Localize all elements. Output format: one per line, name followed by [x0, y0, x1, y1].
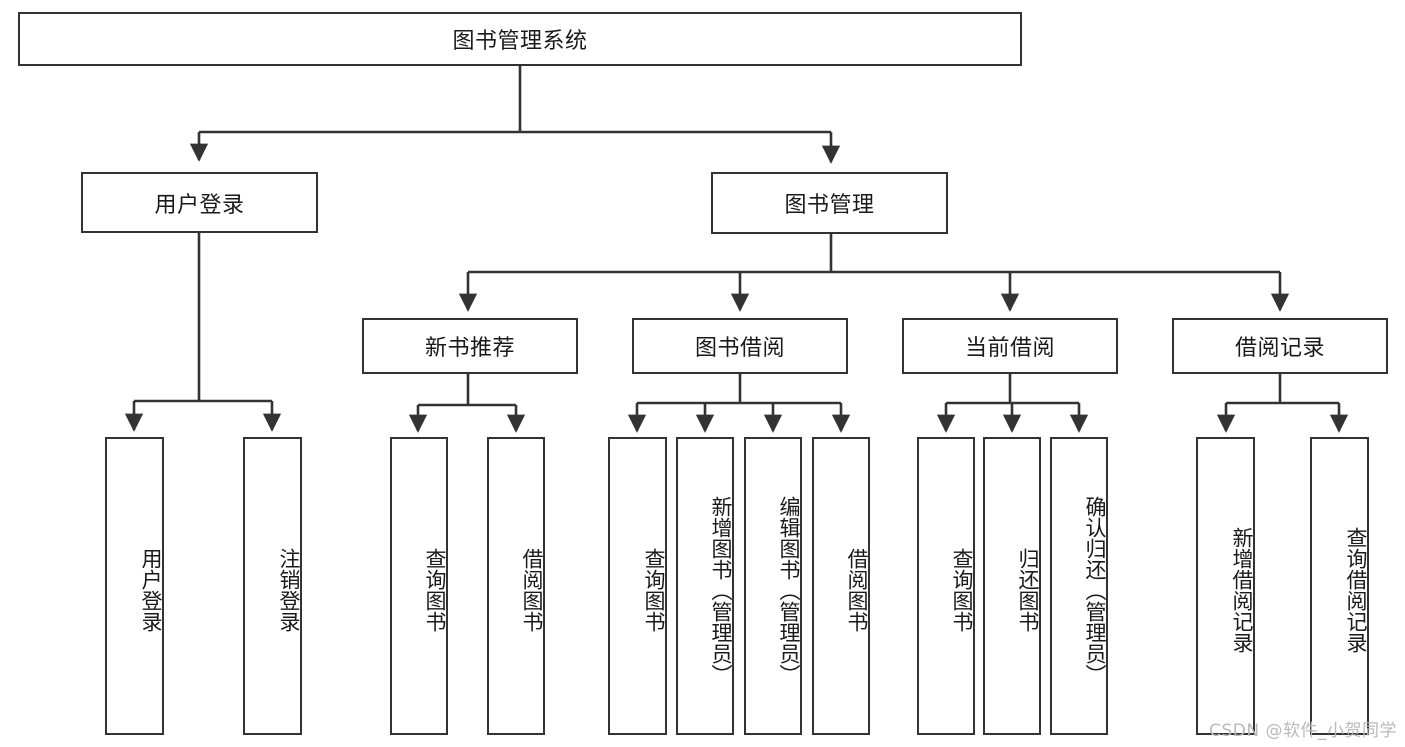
node-root-system[interactable]: 图书管理系统: [18, 12, 1022, 66]
csdn-watermark: CSDN @软件_小贺同学: [1209, 721, 1397, 741]
leaf-borrow-record-query-record[interactable]: 查询借阅记录: [1310, 437, 1369, 735]
leaf-label: 查询图书: [950, 548, 974, 632]
leaf-label: 查询图书: [423, 548, 447, 632]
leaf-label: 归还图书: [1016, 548, 1040, 632]
node-book-management[interactable]: 图书管理: [711, 172, 948, 234]
leaf-borrow-record-add-record[interactable]: 新增借阅记录: [1196, 437, 1255, 735]
leaf-label: 确认归还（管理员）: [1083, 495, 1107, 685]
leaf-current-borrow-return-book[interactable]: 归还图书: [983, 437, 1041, 735]
node-user-login[interactable]: 用户登录: [81, 172, 318, 233]
leaf-label: 用户登录: [139, 548, 163, 632]
leaf-label: 查询图书: [642, 548, 666, 632]
leaf-book-borrow-query-book[interactable]: 查询图书: [608, 437, 667, 735]
node-borrow-record[interactable]: 借阅记录: [1172, 318, 1388, 374]
leaf-book-borrow-edit-book[interactable]: 编辑图书（管理员）: [744, 437, 802, 735]
leaf-new-book-borrow-book[interactable]: 借阅图书: [487, 437, 545, 735]
leaf-label: 借阅图书: [520, 548, 544, 632]
leaf-label: 借阅图书: [845, 548, 869, 632]
leaf-user-login-login[interactable]: 用户登录: [105, 437, 164, 735]
leaf-book-borrow-borrow-book[interactable]: 借阅图书: [812, 437, 870, 735]
leaf-new-book-query-book[interactable]: 查询图书: [390, 437, 448, 735]
leaf-current-borrow-confirm-return[interactable]: 确认归还（管理员）: [1050, 437, 1108, 735]
leaf-current-borrow-query-book[interactable]: 查询图书: [917, 437, 975, 735]
node-book-borrow[interactable]: 图书借阅: [632, 318, 848, 374]
leaf-label: 注销登录: [277, 548, 301, 632]
leaf-label: 查询借阅记录: [1344, 527, 1368, 653]
node-new-book-recommend[interactable]: 新书推荐: [362, 318, 578, 374]
leaf-label: 新增图书（管理员）: [709, 495, 733, 685]
leaf-label: 新增借阅记录: [1230, 527, 1254, 653]
leaf-book-borrow-add-book[interactable]: 新增图书（管理员）: [676, 437, 734, 735]
leaf-user-login-logout[interactable]: 注销登录: [243, 437, 302, 735]
leaf-label: 编辑图书（管理员）: [777, 495, 801, 685]
node-current-borrow[interactable]: 当前借阅: [902, 318, 1118, 374]
